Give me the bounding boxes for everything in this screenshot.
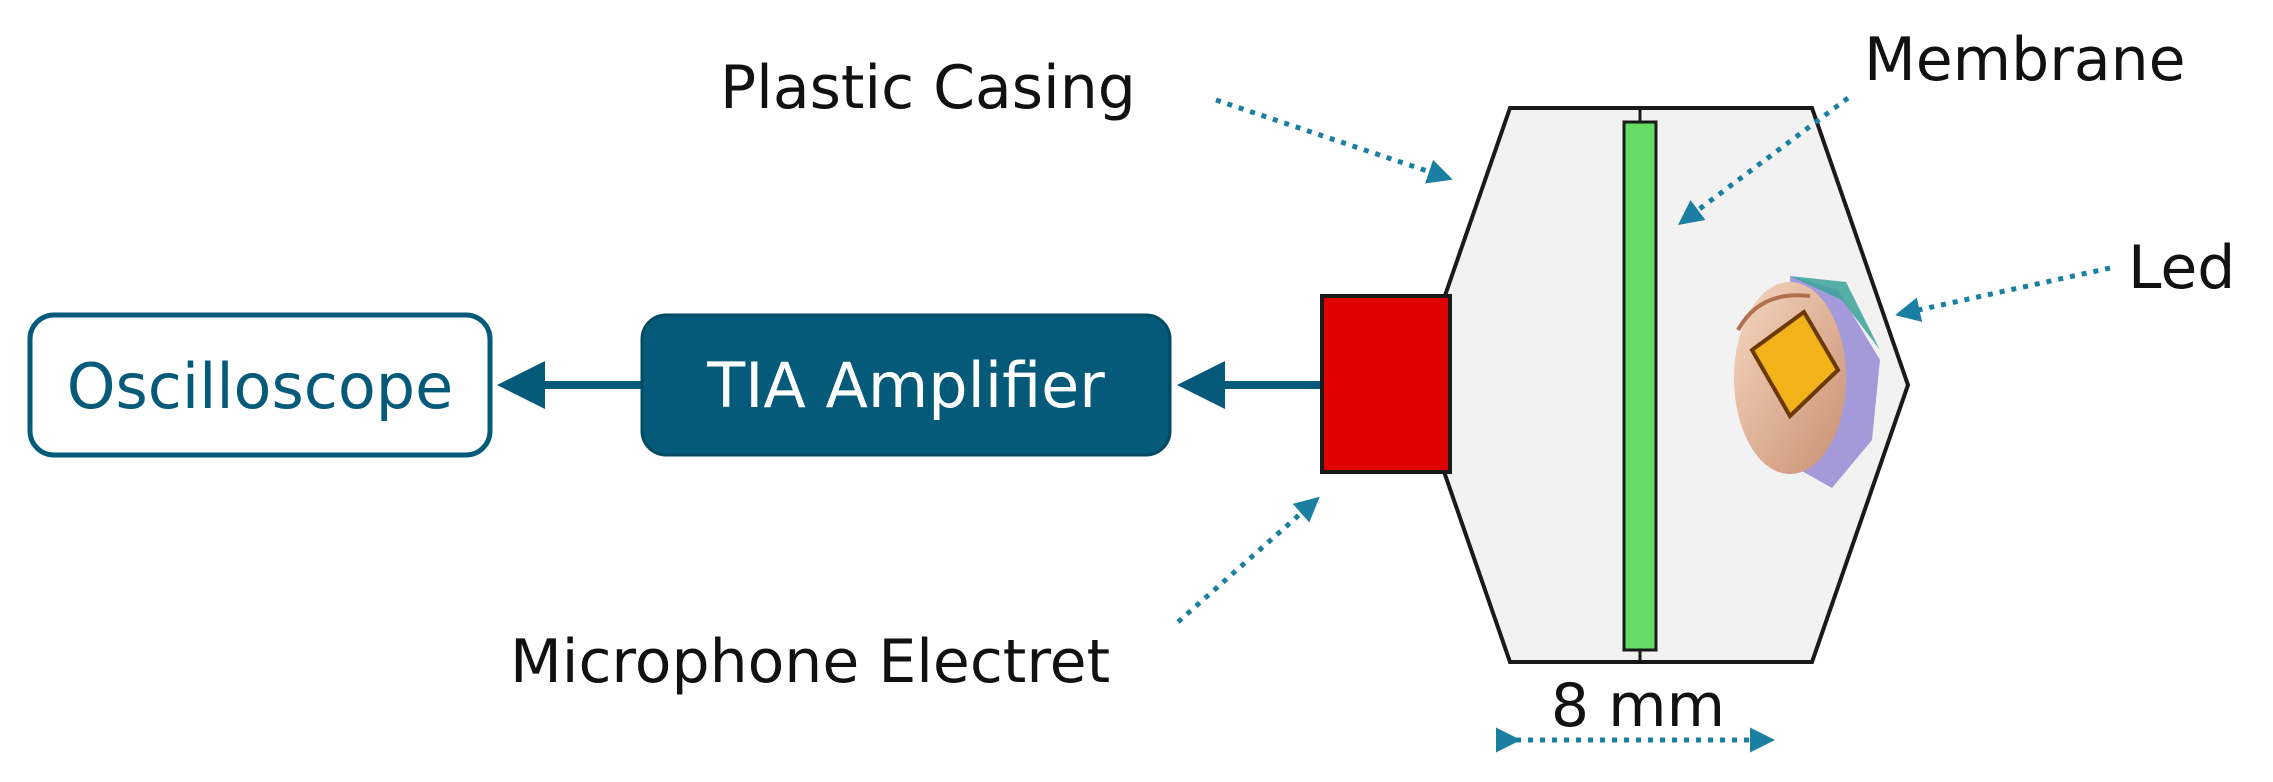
membrane-label: Membrane xyxy=(1864,25,2186,95)
dimension-label: 8 mm xyxy=(1551,671,1725,741)
led-label: Led xyxy=(2128,233,2235,303)
microphone-electret-shape xyxy=(1320,294,1452,474)
membrane-pointer xyxy=(1677,95,1850,225)
amplifier-label: TIA Amplifier xyxy=(706,349,1105,422)
plastic-casing-label: Plastic Casing xyxy=(720,53,1136,123)
plastic-casing-pointer xyxy=(1215,97,1453,184)
microphone-electret-label: Microphone Electret xyxy=(510,627,1110,697)
oscilloscope-box: Oscilloscope xyxy=(27,312,493,458)
microphone-pointer xyxy=(1176,496,1320,624)
led-pointer xyxy=(1895,265,2111,322)
membrane-shape xyxy=(1622,108,1658,662)
oscilloscope-label: Oscilloscope xyxy=(67,350,454,423)
led-component xyxy=(1734,276,1880,488)
amplifier-box: TIA Amplifier xyxy=(640,313,1172,457)
